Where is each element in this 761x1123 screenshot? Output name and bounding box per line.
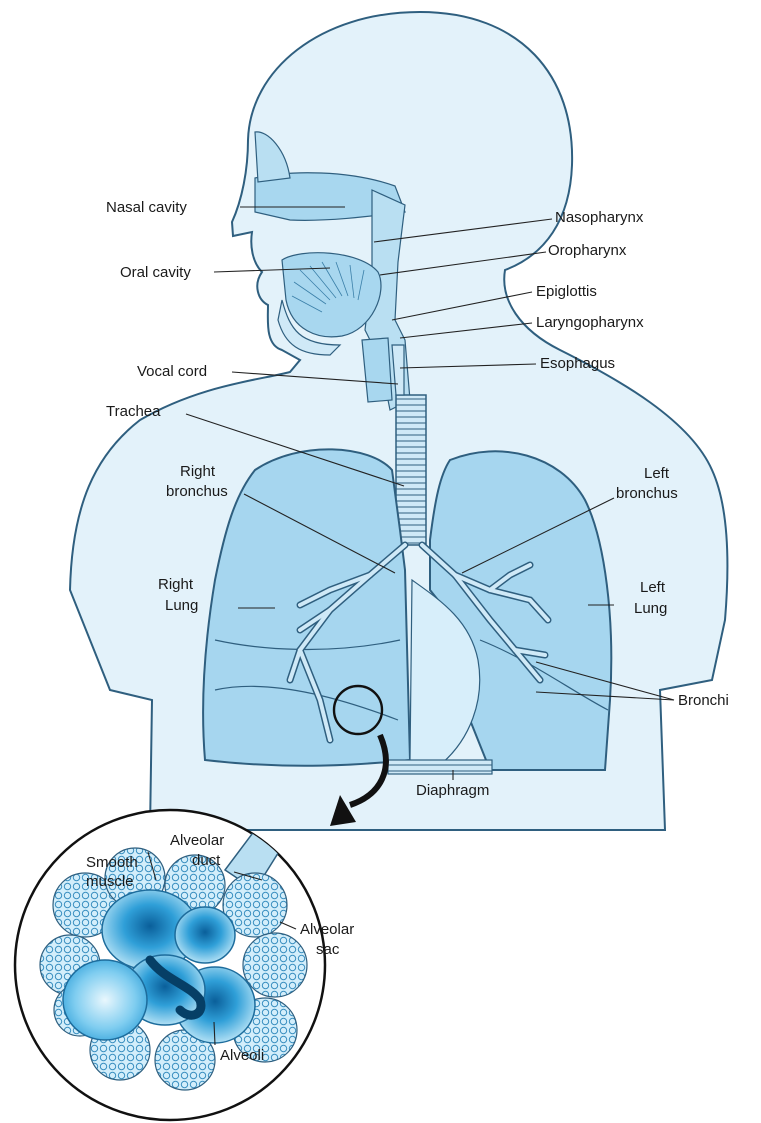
label-alveolar-sac-line2: sac — [316, 941, 340, 958]
diaphragm-shape — [388, 760, 492, 774]
label-alveoli: Alveoli — [220, 1047, 264, 1064]
label-alveolar-sac-line1: Alveolar — [300, 921, 354, 938]
label-left-lung-line2: Lung — [634, 600, 667, 617]
label-right-lung-line1: Right — [158, 576, 194, 593]
label-diaphragm: Diaphragm — [416, 782, 489, 799]
label-right-lung-line2: Lung — [165, 597, 198, 614]
label-left-bronchus-line1: Left — [644, 465, 670, 482]
larynx-shape — [362, 338, 392, 402]
label-alveolar-duct-line2: duct — [192, 852, 221, 869]
label-right-bronchus-line2: bronchus — [166, 483, 228, 500]
label-nasal-cavity: Nasal cavity — [106, 199, 187, 216]
label-bronchi: Bronchi — [678, 692, 729, 709]
label-esophagus: Esophagus — [540, 355, 615, 372]
label-trachea: Trachea — [106, 403, 161, 420]
label-laryngopharynx: Laryngopharynx — [536, 314, 644, 331]
label-alveolar-duct-line1: Alveolar — [170, 832, 224, 849]
trachea-shape — [396, 395, 426, 545]
label-vocal-cord: Vocal cord — [137, 363, 207, 380]
label-left-lung-line1: Left — [640, 579, 666, 596]
label-epiglottis: Epiglottis — [536, 283, 597, 300]
label-nasopharynx: Nasopharynx — [555, 209, 644, 226]
label-left-bronchus-line2: bronchus — [616, 485, 678, 502]
label-oral-cavity: Oral cavity — [120, 264, 191, 281]
label-right-bronchus-line1: Right — [180, 463, 216, 480]
label-oropharynx: Oropharynx — [548, 242, 627, 259]
label-smooth-muscle-line1: Smooth — [86, 854, 138, 871]
label-smooth-muscle-line2: muscle — [86, 873, 134, 890]
